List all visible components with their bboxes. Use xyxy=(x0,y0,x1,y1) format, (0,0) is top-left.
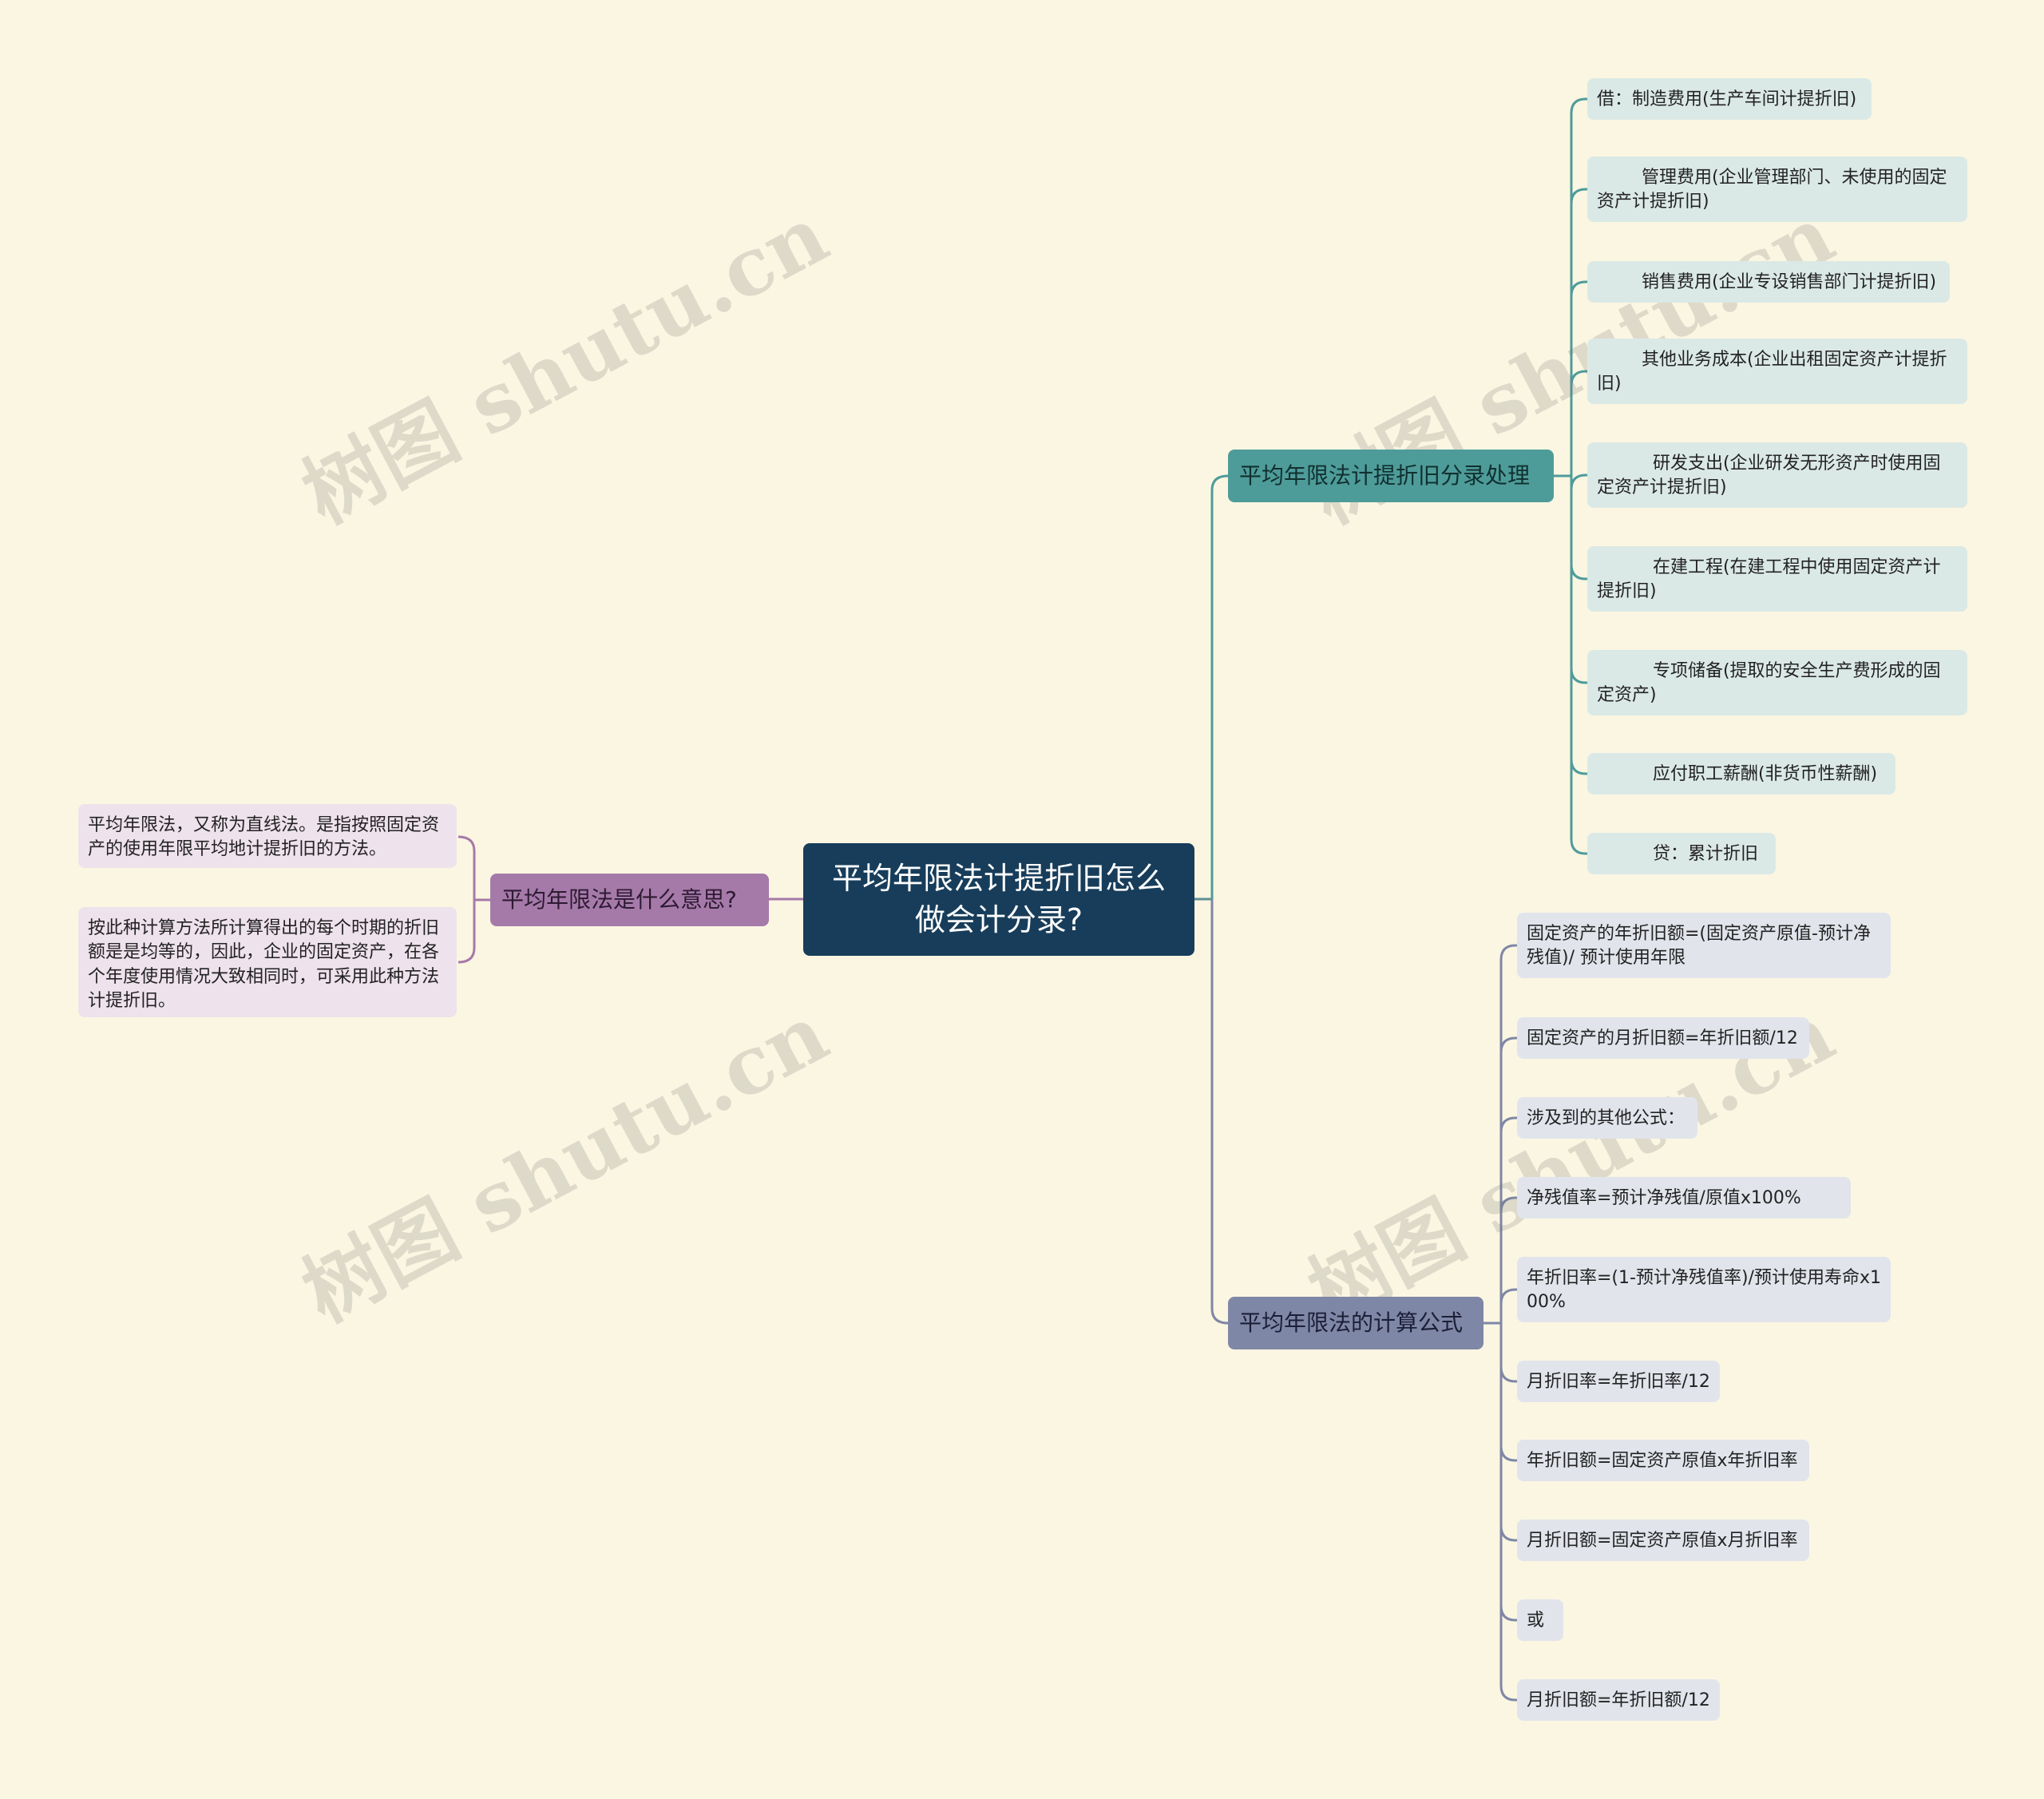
entry-leaf-3[interactable]: 销售费用(企业专设销售部门计提折旧) xyxy=(1587,261,1950,303)
entry-edge-1 xyxy=(1570,97,1587,476)
entry-leaf-2[interactable]: 管理费用(企业管理部门、未使用的固定 资产计提折旧) xyxy=(1587,157,1967,222)
formula-leaf-7[interactable]: 年折旧额=固定资产原值x年折旧率 xyxy=(1517,1440,1809,1481)
edge-left-leaf-2 xyxy=(458,900,476,964)
formula-edge-2 xyxy=(1499,1036,1517,1323)
formula-leaf-6[interactable]: 月折旧率=年折旧率/12 xyxy=(1517,1361,1720,1402)
entry-leaf-1[interactable]: 借：制造费用(生产车间计提折旧) xyxy=(1587,78,1872,120)
entry-edge-5 xyxy=(1570,474,1587,490)
edge-left-leaf-1 xyxy=(458,835,490,901)
formula-leaf-10[interactable]: 月折旧额=年折旧额/12 xyxy=(1517,1679,1720,1721)
leaf-meaning-1[interactable]: 平均年限法，又称为直线法。是指按照固定资 产的使用年限平均地计提折旧的方法。 xyxy=(78,804,457,868)
formula-leaf-4[interactable]: 净残值率=预计净残值/原值x100% xyxy=(1517,1177,1851,1218)
entry-edge-2 xyxy=(1570,188,1587,476)
formula-edge-1 xyxy=(1499,944,1517,1323)
formula-edge-6 xyxy=(1499,1323,1517,1383)
entry-edge-4 xyxy=(1570,370,1587,476)
entry-leaf-8[interactable]: 应付职工薪酬(非货币性薪酬) xyxy=(1587,753,1895,794)
formula-edge-4 xyxy=(1499,1196,1517,1323)
branch-journal-entries[interactable]: 平均年限法计提折旧分录处理 xyxy=(1228,450,1554,502)
formula-leaf-9[interactable]: 或 xyxy=(1517,1599,1563,1641)
root-topic[interactable]: 平均年限法计提折旧怎么 做会计分录? xyxy=(803,843,1194,956)
formula-edge-3 xyxy=(1499,1116,1517,1323)
formula-leaf-2[interactable]: 固定资产的月折旧额=年折旧额/12 xyxy=(1517,1017,1809,1059)
entry-edge-8 xyxy=(1570,476,1587,775)
formula-leaf-1[interactable]: 固定资产的年折旧额=(固定资产原值-预计净 残值)/ 预计使用年限 xyxy=(1517,913,1891,978)
branch-formulas[interactable]: 平均年限法的计算公式 xyxy=(1228,1297,1483,1349)
formula-leaf-5[interactable]: 年折旧率=(1-预计净残值率)/预计使用寿命x1 00% xyxy=(1517,1257,1891,1322)
edge-trunk-entries xyxy=(1210,474,1229,899)
edge-trunk-formulas xyxy=(1210,899,1229,1325)
formula-edge-8 xyxy=(1499,1323,1517,1542)
entry-edge-6 xyxy=(1570,476,1587,581)
entry-leaf-7[interactable]: 专项储备(提取的安全生产费形成的固 定资产) xyxy=(1587,650,1967,715)
formula-edge-7 xyxy=(1499,1323,1517,1462)
formula-edge-10 xyxy=(1499,1323,1517,1702)
entry-edge-3 xyxy=(1570,280,1587,476)
entry-leaf-5[interactable]: 研发支出(企业研发无形资产时使用固 定资产计提折旧) xyxy=(1587,442,1967,508)
entry-edge-9 xyxy=(1570,476,1587,855)
formula-edge-5 xyxy=(1499,1288,1517,1323)
entry-leaf-4[interactable]: 其他业务成本(企业出租固定资产计提折 旧) xyxy=(1587,339,1967,404)
leaf-meaning-2[interactable]: 按此种计算方法所计算得出的每个时期的折旧 额是是均等的，因此，企业的固定资产，在… xyxy=(78,907,457,1017)
entry-leaf-9[interactable]: 贷：累计折旧 xyxy=(1587,833,1776,874)
formula-leaf-8[interactable]: 月折旧额=固定资产原值x月折旧率 xyxy=(1517,1520,1809,1561)
formula-leaf-3[interactable]: 涉及到的其他公式： xyxy=(1517,1097,1697,1139)
branch-meaning[interactable]: 平均年限法是什么意思? xyxy=(490,874,769,926)
entry-leaf-6[interactable]: 在建工程(在建工程中使用固定资产计 提折旧) xyxy=(1587,546,1967,612)
formula-edge-9 xyxy=(1499,1323,1517,1622)
